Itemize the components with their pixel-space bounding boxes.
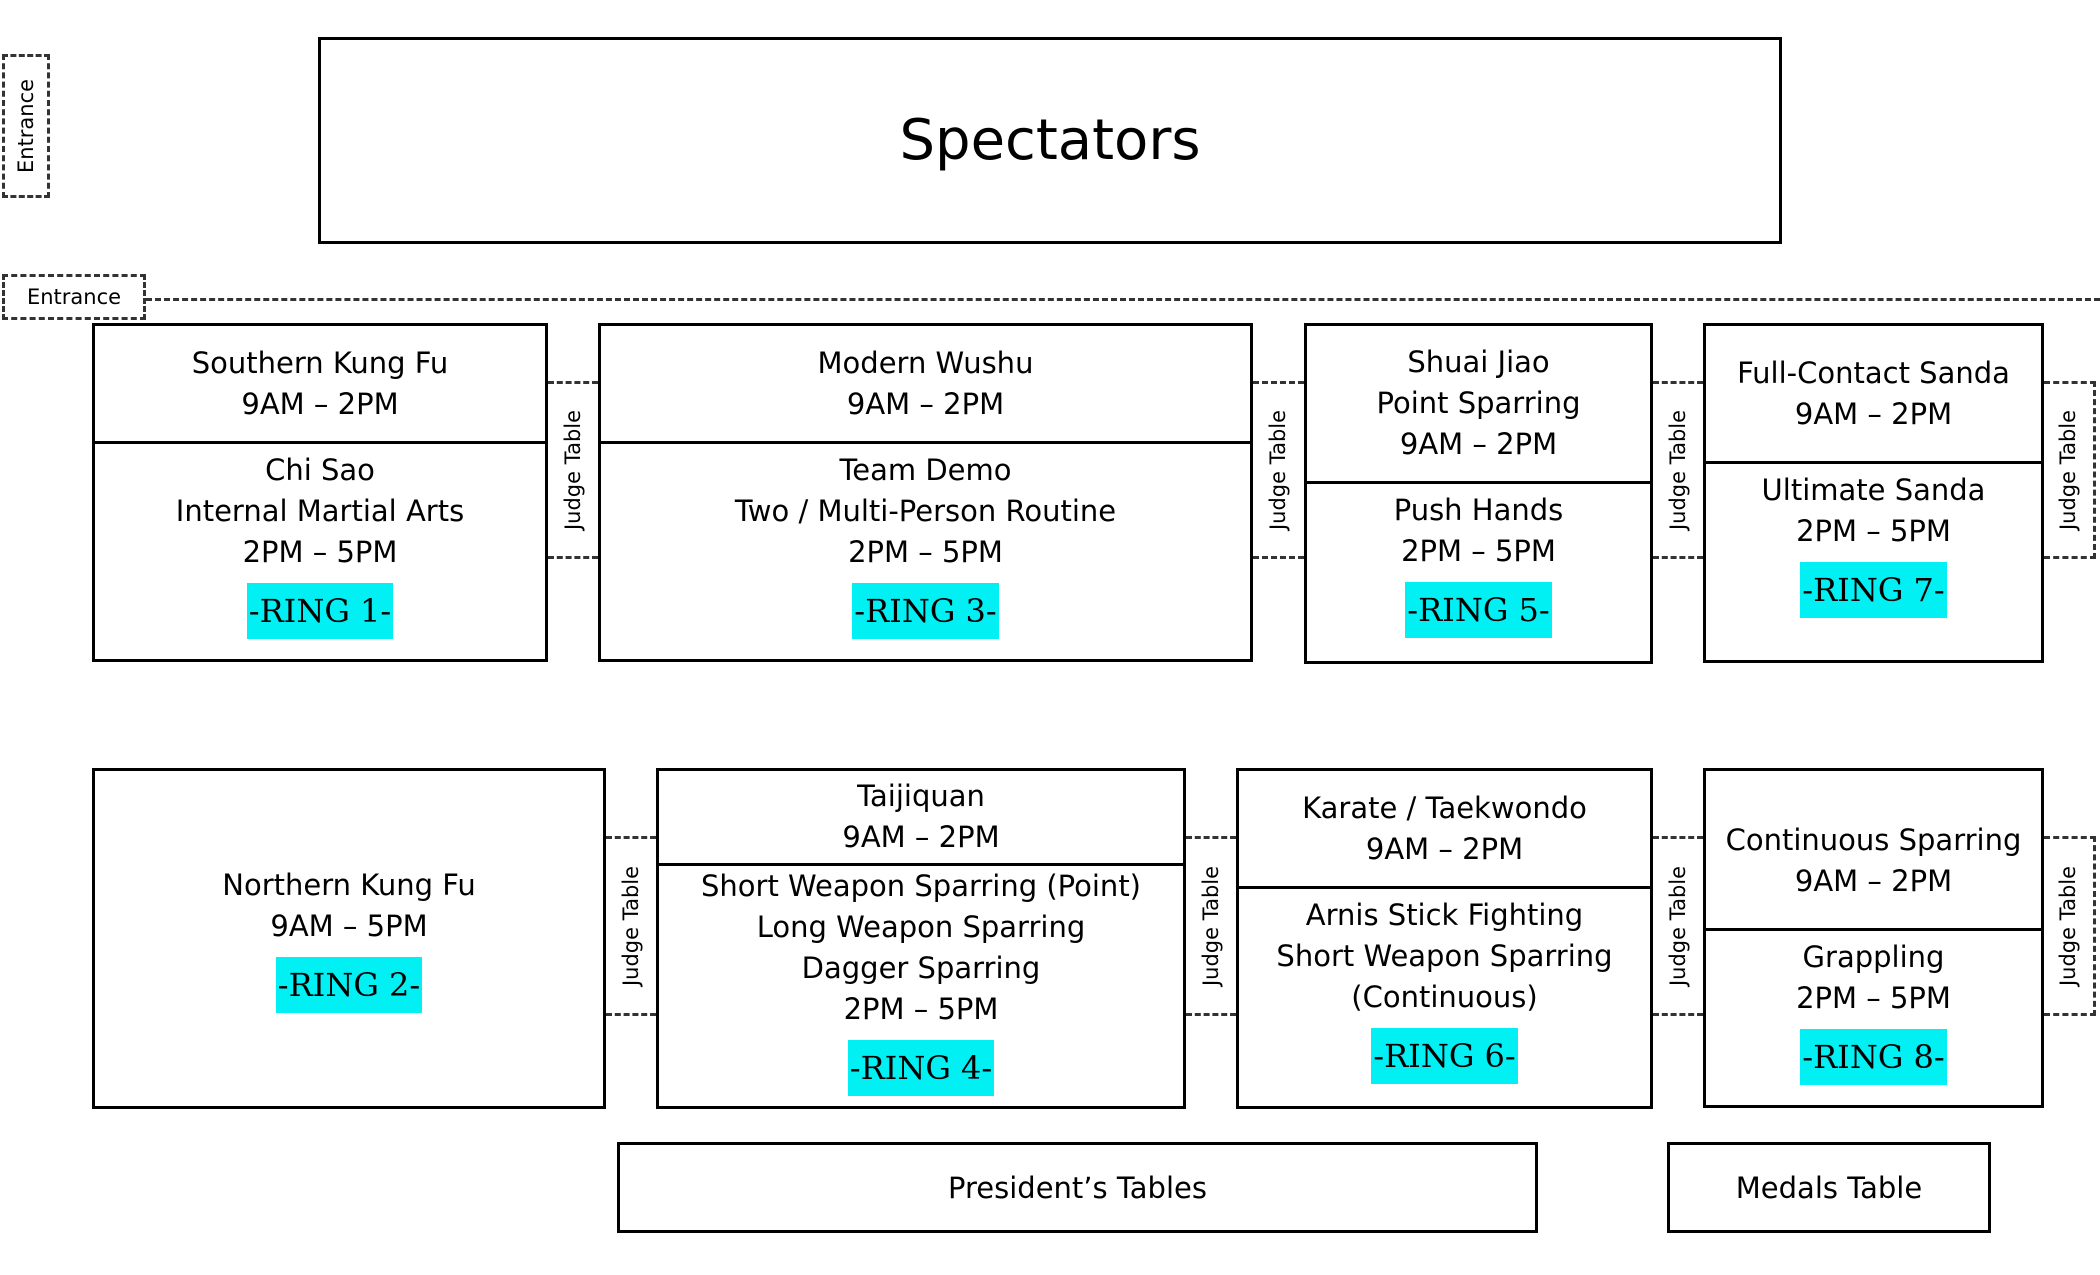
ring-label: -RING 3- [852,583,999,639]
ring-label: -RING 8- [1800,1029,1947,1085]
judge-table-label: Judge Table [1666,865,1691,987]
ring-6-afternoon: Arnis Stick Fighting Short Weapon Sparri… [1239,889,1650,1106]
ring-8-afternoon: Grappling 2PM – 5PM -RING 8- [1706,931,2041,1105]
event-time: 9AM – 5PM [270,908,428,943]
presidents-tables: President’s Tables [617,1142,1538,1233]
ring-1-morning: Southern Kung Fu 9AM – 2PM [95,326,545,444]
judge-table-label: Judge Table [2056,409,2081,531]
event-name: Short Weapon Sparring (Point) [701,869,1141,903]
ring-8: Continuous Sparring 9AM – 2PM Grappling … [1703,768,2044,1108]
judge-table-label: Judge Table [561,409,586,531]
ring-3-afternoon: Team Demo Two / Multi-Person Routine 2PM… [601,444,1250,659]
judge-table-label: Judge Table [2056,865,2081,987]
entrance-label: Entrance [26,285,122,309]
judge-table-ring-2: Judge Table [606,836,656,1016]
ring-5: Shuai Jiao Point Sparring 9AM – 2PM Push… [1304,323,1653,664]
event-name: Southern Kung Fu [191,345,449,380]
judge-table-label: Judge Table [1266,409,1291,531]
event-name: Point Sparring [1376,386,1581,420]
medals-table-label: Medals Table [1735,1170,1923,1205]
judge-table-ring-6: Judge Table [1653,836,1703,1016]
event-name: Team Demo [839,453,1012,487]
ring-4: Taijiquan 9AM – 2PM Short Weapon Sparrin… [656,768,1186,1109]
ring-8-morning: Continuous Sparring 9AM – 2PM [1706,771,2041,931]
ring-5-afternoon: Push Hands 2PM – 5PM -RING 5- [1307,484,1650,661]
event-name: Ultimate Sanda [1761,473,1986,507]
entrance-side: Entrance [2,54,50,198]
ring-3: Modern Wushu 9AM – 2PM Team Demo Two / M… [598,323,1253,662]
ring-4-morning: Taijiquan 9AM – 2PM [659,771,1183,866]
judge-table-label: Judge Table [1666,409,1691,531]
event-name: Dagger Sparring [801,951,1041,985]
ring-3-morning: Modern Wushu 9AM – 2PM [601,326,1250,444]
event-time: 9AM – 2PM [1794,863,1953,898]
ring-label: -RING 6- [1371,1028,1518,1084]
entrance-front: Entrance [2,274,146,320]
ring-2-all-day: Northern Kung Fu 9AM – 5PM -RING 2- [95,771,603,1106]
event-name: Karate / Taekwondo [1302,790,1587,825]
event-time: 9AM – 2PM [241,386,399,421]
judge-table-label: Judge Table [1199,865,1224,987]
event-time: 9AM – 2PM [1365,831,1524,866]
event-time: 2PM – 5PM [848,535,1003,569]
event-name: (Continuous) [1351,980,1538,1014]
spectators-area: Spectators [318,37,1782,244]
spectators-label: Spectators [899,108,1201,173]
ring-4-afternoon: Short Weapon Sparring (Point) Long Weapo… [659,866,1183,1106]
judge-table-ring-8: Judge Table [2044,836,2096,1016]
event-time: 2PM – 5PM [1796,514,1951,548]
event-name: Grappling [1802,940,1945,974]
event-name: Full-Contact Sanda [1737,355,2010,390]
judge-table-ring-7: Judge Table [2044,381,2096,559]
ring-1-afternoon: Chi Sao Internal Martial Arts 2PM – 5PM … [95,444,545,659]
event-name: Arnis Stick Fighting [1305,898,1584,932]
ring-5-morning: Shuai Jiao Point Sparring 9AM – 2PM [1307,326,1650,484]
ring-6: Karate / Taekwondo 9AM – 2PM Arnis Stick… [1236,768,1653,1109]
ring-label: -RING 1- [246,583,394,639]
event-name: Northern Kung Fu [222,867,476,902]
ring-label: -RING 7- [1800,562,1947,618]
event-name: Continuous Sparring [1725,822,2022,857]
judge-table-ring-5: Judge Table [1653,381,1703,559]
event-time: 9AM – 2PM [1794,396,1953,431]
ring-label: -RING 2- [275,956,423,1013]
ring-7-afternoon: Ultimate Sanda 2PM – 5PM -RING 7- [1706,464,2041,660]
ring-2: Northern Kung Fu 9AM – 5PM -RING 2- [92,768,606,1109]
event-name: Shuai Jiao [1407,345,1550,379]
medals-table: Medals Table [1667,1142,1991,1233]
event-name: Push Hands [1393,493,1564,527]
presidents-tables-label: President’s Tables [948,1170,1207,1205]
judge-table-ring-1: Judge Table [548,381,598,559]
event-name: Two / Multi-Person Routine [734,494,1117,528]
event-time: 2PM – 5PM [1796,981,1951,1015]
ring-7: Full-Contact Sanda 9AM – 2PM Ultimate Sa… [1703,323,2044,663]
spectator-divider-line [146,298,2100,301]
event-name: Modern Wushu [817,345,1034,380]
entrance-label: Entrance [14,78,38,174]
event-time: 2PM – 5PM [1401,534,1556,568]
event-time: 2PM – 5PM [242,535,398,569]
event-name: Short Weapon Sparring [1276,939,1613,973]
event-time: 9AM – 2PM [842,820,1000,854]
judge-table-label: Judge Table [619,865,644,987]
event-time: 9AM – 2PM [846,386,1005,421]
ring-6-morning: Karate / Taekwondo 9AM – 2PM [1239,771,1650,889]
ring-label: -RING 4- [847,1040,995,1096]
event-name: Chi Sao [265,453,375,487]
ring-7-morning: Full-Contact Sanda 9AM – 2PM [1706,326,2041,464]
event-name: Internal Martial Arts [175,494,465,528]
judge-table-ring-4: Judge Table [1186,836,1236,1016]
event-time: 2PM – 5PM [843,992,999,1026]
ring-label: -RING 5- [1405,582,1552,638]
ring-1: Southern Kung Fu 9AM – 2PM Chi Sao Inter… [92,323,548,662]
judge-table-ring-3: Judge Table [1253,381,1304,559]
event-time: 9AM – 2PM [1399,427,1558,461]
event-name: Long Weapon Sparring [756,910,1086,944]
event-name: Taijiquan [857,779,985,813]
